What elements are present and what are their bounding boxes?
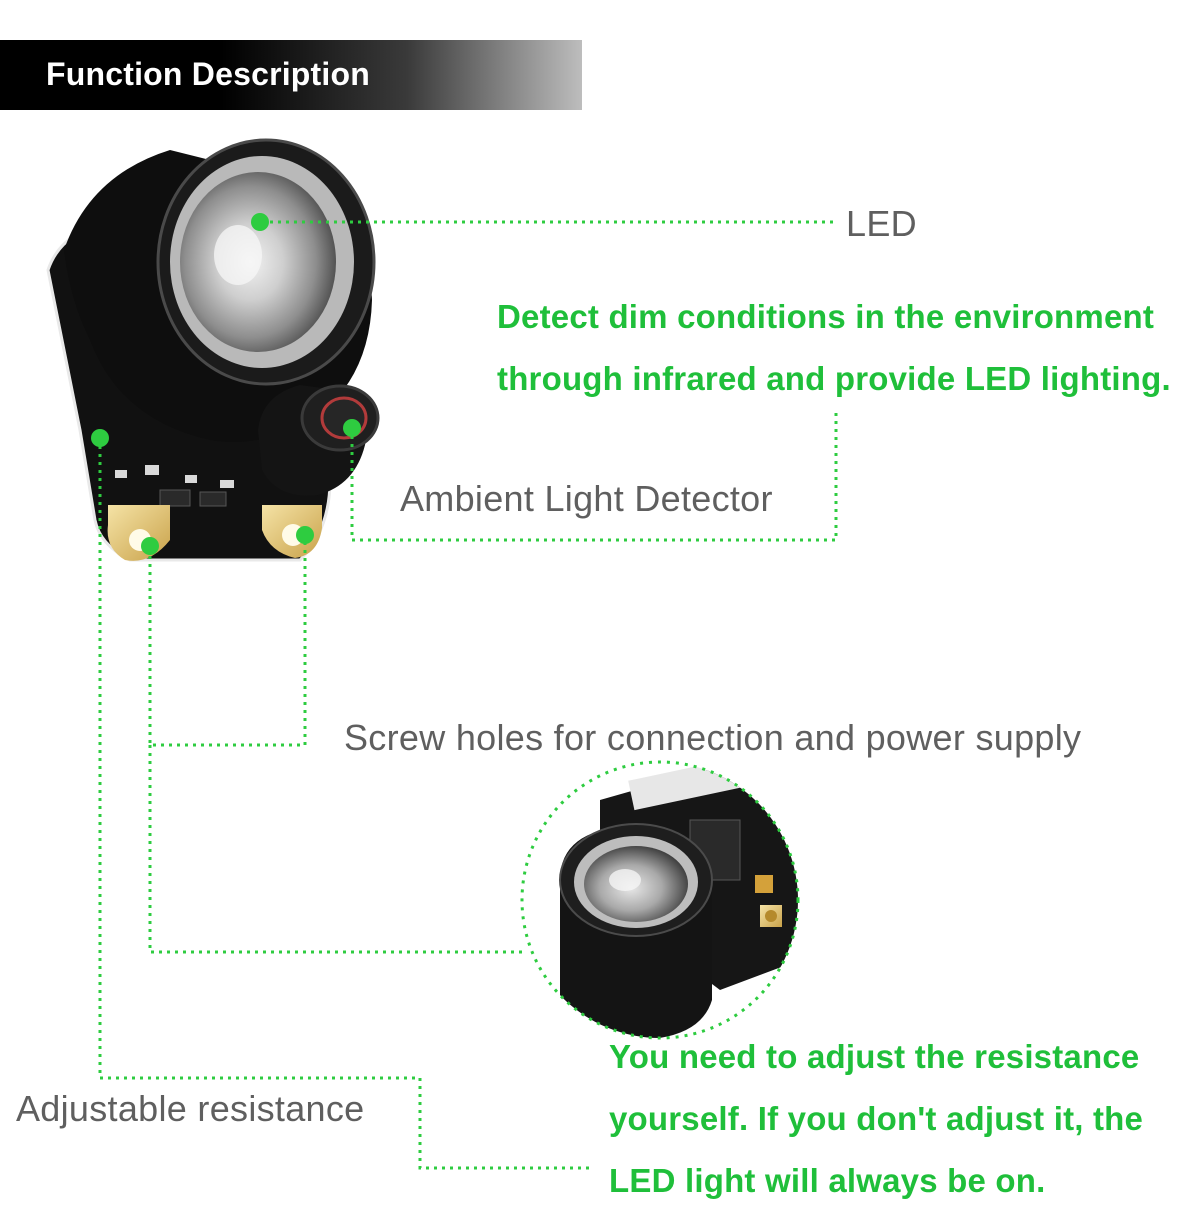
ambient-light-detector-photo [258,384,380,496]
inset-photo [520,760,800,1040]
led-description: Detect dim conditions in the environment… [497,286,1171,410]
label-adjustable-resistance: Adjustable resistance [16,1088,365,1129]
led-dot [251,213,269,231]
header-bar: Function Description [0,40,582,110]
led-description-line-2: through infrared and provide LED lightin… [497,360,1171,397]
label-screw-holes: Screw holes for connection and power sup… [344,717,1082,758]
callout-lines [98,220,838,1170]
screw-dot-left [141,537,159,555]
ambient-callout-line [350,408,838,542]
resistance-description: You need to adjust the resistance yourse… [609,1026,1143,1212]
screw-callout-line [148,535,307,747]
screw-dot-right [296,526,314,544]
led-description-line-1: Detect dim conditions in the environment [497,298,1155,335]
callout-dots [91,213,361,555]
ambient-dot [343,419,361,437]
resistance-description-line-1: You need to adjust the resistance [609,1038,1140,1075]
inset-callout-line [148,745,522,954]
led-module-photo [46,138,380,562]
label-ambient-light-detector: Ambient Light Detector [400,478,773,519]
resistance-description-line-2: yourself. If you don't adjust it, the [609,1100,1144,1137]
resistance-dot [91,429,109,447]
page-title: Function Description [46,56,370,92]
resistance-callout-line [98,438,592,1170]
label-led: LED [846,203,917,244]
resistance-description-line-3: LED light will always be on. [609,1162,1046,1199]
